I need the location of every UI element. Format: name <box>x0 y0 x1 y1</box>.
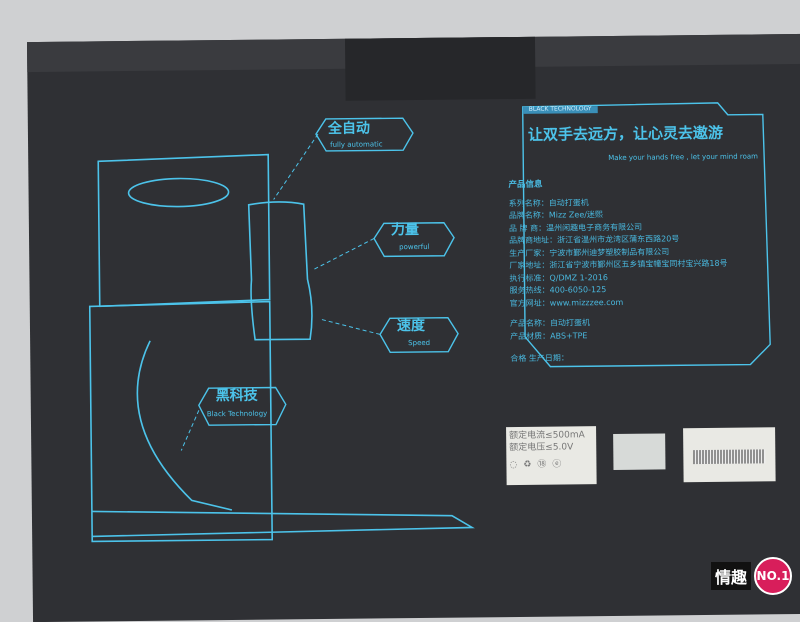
device-base-outline <box>88 300 274 543</box>
watermark-logo: 情趣 NO.1 <box>710 557 792 595</box>
feature-speed-en: Speed <box>408 338 431 348</box>
watermark-text: 情趣 <box>710 562 751 590</box>
barcode-sticker <box>683 427 776 483</box>
info-heading: 产品信息 <box>508 179 543 191</box>
device-head-outline <box>97 153 271 308</box>
rated-current: 额定电流≤500mA <box>509 430 585 442</box>
device-foot <box>91 510 475 538</box>
info-panel-frame <box>521 102 771 368</box>
info-row: 产品材质：ABS+TPE <box>510 330 588 341</box>
callout-connector <box>314 238 375 270</box>
watermark-badge: NO.1 <box>754 557 792 595</box>
feature-power-cn: 力量 <box>390 222 420 239</box>
product-box: 全自动 fully automatic 力量 powerful 速度 Speed… <box>26 33 800 622</box>
info-footer: 合格 生产日期： <box>510 353 569 364</box>
device-window <box>127 177 230 208</box>
certification-icons: ◌♻⑱ⓔ <box>509 459 568 471</box>
callout-connector <box>319 318 381 335</box>
panel-slogan-en: Make your hands free , let your mind roa… <box>608 152 759 163</box>
feature-automatic-cn: 全自动 <box>327 120 370 137</box>
callout-automatic <box>315 117 414 152</box>
rated-voltage: 额定电压≤5.0V <box>509 442 574 454</box>
feature-blacktech-cn: 黑科技 <box>215 387 258 405</box>
feature-automatic-en: fully automatic <box>330 140 383 149</box>
panel-slogan-cn: 让双手去远方，让心灵去遨游 <box>527 123 724 144</box>
callout-connector <box>273 133 319 200</box>
callout-blacktech <box>198 386 287 426</box>
product-illustration <box>88 102 771 543</box>
feature-speed-cn: 速度 <box>396 317 426 335</box>
callout-connector <box>180 410 200 451</box>
rating-label: 额定电流≤500mA 额定电压≤5.0V ◌♻⑱ⓔ <box>506 426 597 486</box>
barcode <box>693 449 766 465</box>
qr-code-sticker <box>613 433 666 470</box>
info-row: 厂家地址：浙江省宁波市鄞州区五乡镇宝幢宝同村宝兴路18号 <box>509 258 728 271</box>
product-info: 产品信息 系列名称：自动打蛋机 品牌名称：Mizz Zee/迷熙 品 牌 商：温… <box>508 177 728 366</box>
feature-blacktech-en: Black Technology <box>206 409 268 419</box>
device-arm <box>136 340 233 511</box>
info-row: 官方网址：www.mizzzee.com <box>509 297 624 308</box>
feature-power-en: powerful <box>399 242 430 252</box>
panel-tag: BLACK TECHNOLOGY <box>522 105 598 114</box>
device-handle <box>247 201 313 341</box>
